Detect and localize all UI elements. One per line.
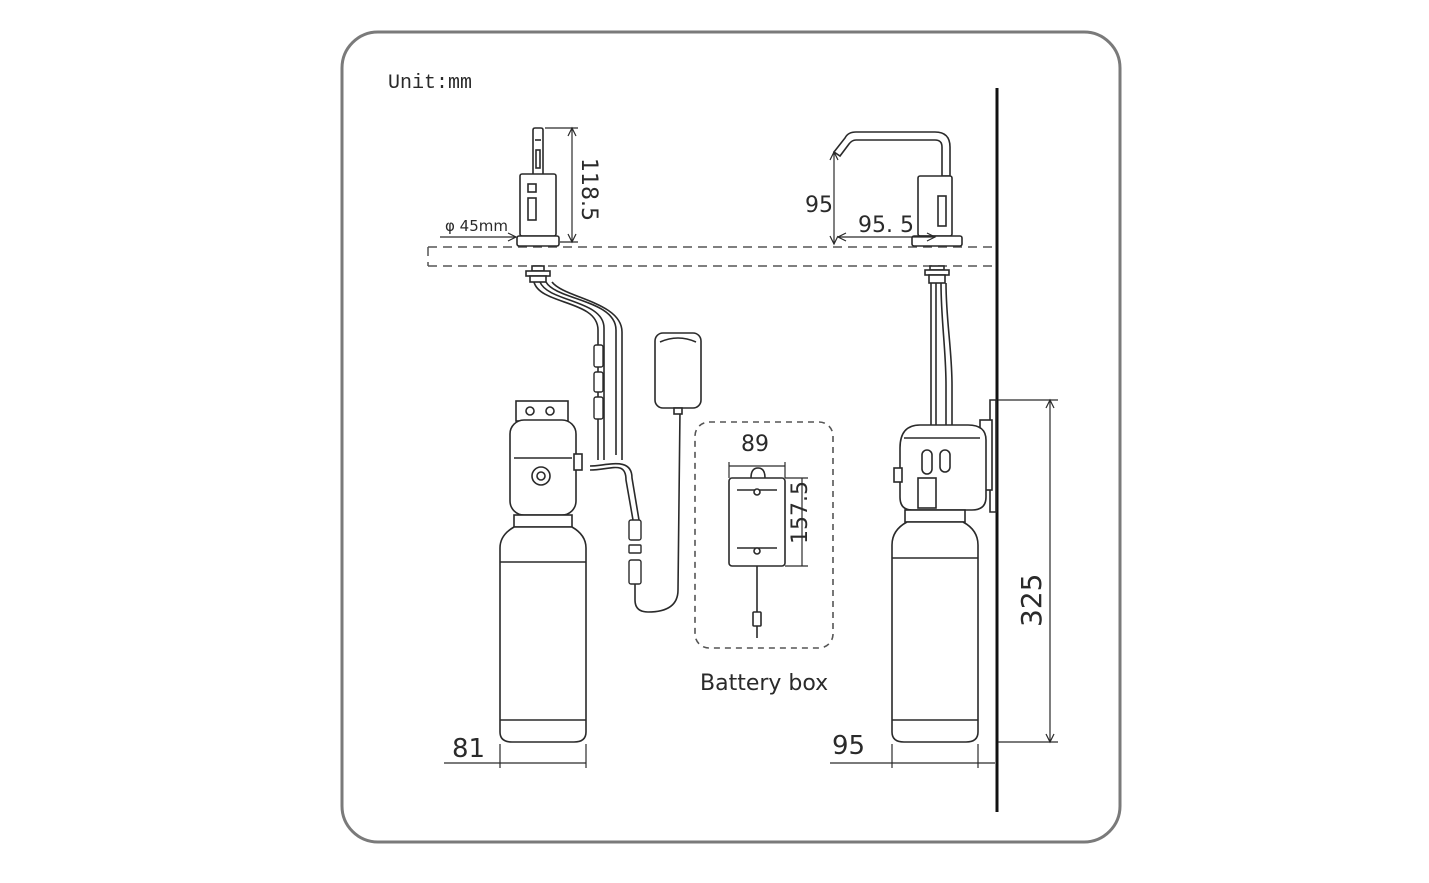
right-pump-unit: [893, 399, 997, 523]
dim-spout-height-label: 118.5: [576, 158, 601, 221]
dim-bottle-width-left: [444, 744, 587, 768]
right-bottle: [891, 521, 979, 743]
right-hoses: [930, 282, 953, 455]
dim-spout-reach-label: 95. 5: [858, 213, 914, 238]
dim-install-height-label: 325: [1015, 574, 1048, 627]
left-faucet: [516, 127, 560, 283]
dim-battery-height: [785, 477, 808, 567]
dim-install-height: [998, 398, 1058, 744]
dim-spout-height: [545, 126, 578, 244]
battery-cable: [634, 409, 681, 613]
dim-base-diameter-label: φ 45mm: [445, 217, 508, 235]
dim-battery-height-label: 157.5: [788, 481, 813, 544]
dim-spout-drop: [829, 150, 839, 246]
left-hoses: [533, 281, 640, 521]
dim-spout-drop-label: 95: [805, 193, 833, 218]
unit-label: Unit:mm: [388, 72, 472, 95]
countertop: [427, 246, 995, 267]
battery-box: [728, 467, 786, 638]
left-pump-unit: [509, 400, 583, 528]
dim-battery-width: [728, 462, 786, 478]
drawing-frame: [340, 30, 1122, 844]
power-adapter: [654, 332, 702, 415]
dim-bottle-width-left-label: 81: [452, 734, 485, 764]
dim-base-diameter: [440, 232, 518, 242]
left-bottle: [499, 526, 587, 743]
dim-spout-reach: [836, 232, 937, 242]
battery-box-label: Battery box: [700, 671, 828, 696]
right-faucet: [832, 131, 963, 284]
battery-box-outline: [694, 421, 834, 649]
dim-battery-width-label: 89: [741, 432, 769, 457]
dim-bottle-width-right-label: 95: [832, 731, 865, 761]
dim-bottle-width-right: [830, 744, 995, 768]
left-hose-connectors: [593, 344, 642, 585]
